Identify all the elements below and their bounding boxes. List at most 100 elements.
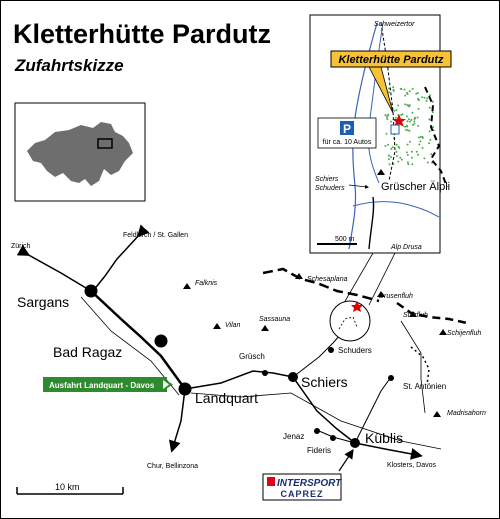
- zuerich-label: Zürich: [11, 243, 31, 250]
- highway-exit-sign: Ausfahrt Landquart - Davos: [43, 377, 173, 392]
- forest-dot: [395, 150, 398, 153]
- forest-dot: [393, 109, 396, 112]
- inset-schiers-label: Schiers: [315, 176, 339, 183]
- forest-dot: [406, 143, 409, 146]
- forest-dot: [415, 150, 418, 153]
- inset-border-dashed: [424, 86, 448, 188]
- forest-dot: [412, 124, 414, 126]
- forest-dot: [388, 87, 391, 90]
- sassauna-peak-icon: [261, 325, 269, 331]
- gruesch-label: Grüsch: [239, 352, 265, 361]
- forest-dot: [410, 118, 413, 121]
- national-border: [262, 267, 468, 386]
- forest-dot: [406, 154, 409, 156]
- road-schiers-kueblis: [292, 376, 356, 444]
- map-title: Kletterhütte Pardutz: [13, 19, 271, 49]
- forest-dot: [432, 126, 434, 129]
- schuders-label: Schuders: [338, 346, 372, 355]
- forest-dot: [418, 143, 421, 146]
- forest-dot: [390, 120, 392, 123]
- parking-icon-letter: P: [343, 122, 351, 136]
- exit-arrow-inner-icon: [163, 380, 169, 389]
- schijenfluh-label: Schijenfluh: [447, 330, 481, 337]
- forest-dot: [403, 88, 406, 91]
- intersport-mark-icon: [267, 477, 275, 486]
- fideris-dot: [330, 435, 336, 441]
- forest-dot: [417, 153, 419, 156]
- inset-schuders-label: Schuders: [315, 185, 345, 192]
- forest-dot: [431, 100, 434, 103]
- road-jenaz-fideris: [318, 430, 356, 444]
- forest-dot: [411, 111, 414, 114]
- forest-dot: [419, 140, 422, 143]
- gruesch-dot: [262, 370, 268, 376]
- forest-dot: [400, 158, 403, 161]
- forest-dot: [408, 105, 411, 108]
- forest-dot: [428, 118, 431, 121]
- forest-dot: [407, 163, 410, 166]
- forest-dot: [404, 125, 407, 128]
- parking-text: für ca. 10 Autos: [323, 139, 372, 146]
- sassauna-label: Sassauna: [259, 316, 290, 323]
- road-landquart-schiers: [184, 370, 294, 390]
- road-klosters: [354, 442, 423, 460]
- pass-label: Schweizertor: [374, 21, 415, 28]
- map-subtitle: Zufahrtskizze: [14, 56, 124, 75]
- forest-dot: [417, 124, 420, 127]
- forest-dot: [429, 94, 431, 97]
- forest-dot: [392, 86, 395, 89]
- forest-dot: [419, 135, 422, 138]
- forest-dot: [406, 120, 409, 123]
- schiers-dot: [288, 372, 298, 382]
- forest-dot: [413, 120, 416, 123]
- madrisahorn-label: Madrisahorn: [447, 410, 486, 417]
- bad-ragaz-dot: [154, 334, 168, 348]
- inset-map: Kletterhütte Pardutz Schweizertor P für …: [309, 14, 452, 254]
- parking-icon: [340, 121, 354, 135]
- sargans-dot: [84, 284, 98, 298]
- forest-dot: [428, 106, 431, 109]
- exit-sign-box: [43, 377, 167, 392]
- forest-dot: [411, 87, 414, 90]
- chur-label: Chur, Bellinzona: [147, 463, 198, 470]
- forest-dot: [384, 145, 387, 147]
- forest-dot: [387, 143, 389, 146]
- alp-label: Grüscher Älpli: [381, 181, 450, 193]
- st-antoenien-label: St. Antönien: [403, 382, 446, 391]
- forest-dot: [411, 163, 414, 166]
- madrisahorn-peak-icon: [433, 411, 441, 417]
- forest-dot: [392, 88, 395, 91]
- intersport-logo: INTERSPORT CAPREZ: [262, 473, 342, 501]
- jenaz-label: Jenaz: [283, 432, 304, 441]
- forest-dot: [384, 114, 387, 117]
- sponsor-pointer-arrow: [338, 449, 354, 472]
- forest-dot: [405, 128, 407, 131]
- vilan-label: Vilan: [225, 322, 241, 329]
- forest-dot: [397, 145, 400, 148]
- switzerland-shape-icon: [27, 122, 133, 186]
- forest-dot: [397, 160, 400, 163]
- sponsor-box: [262, 473, 342, 501]
- inset-bottom-label: Alp Drusa: [390, 244, 422, 251]
- drusenfluh-label: Drusenfluh: [379, 293, 413, 300]
- schuders-dot: [328, 347, 334, 353]
- forest-dot: [409, 120, 412, 123]
- forest-dot: [406, 161, 409, 164]
- inset-side-stream: [352, 201, 440, 218]
- klosters-label: Klosters, Davos: [387, 462, 437, 469]
- inset-village-arrow: [348, 184, 369, 189]
- forest-dot: [410, 150, 413, 153]
- forest-dot: [399, 156, 402, 159]
- forest-dot: [404, 103, 407, 106]
- st-antoenien-dot: [388, 375, 394, 381]
- forest-dot: [388, 163, 391, 166]
- forest-dot: [387, 154, 390, 157]
- forest-dot: [390, 156, 392, 159]
- inset-scale-label: 500 m: [335, 236, 355, 243]
- road-chur: [169, 388, 186, 453]
- schiers-label: Schiers: [301, 374, 348, 390]
- schesaplana-label: Schesaplana: [307, 276, 348, 283]
- falknis-peak-icon: [183, 283, 191, 289]
- drusenfluh-peak-icon: [377, 291, 385, 297]
